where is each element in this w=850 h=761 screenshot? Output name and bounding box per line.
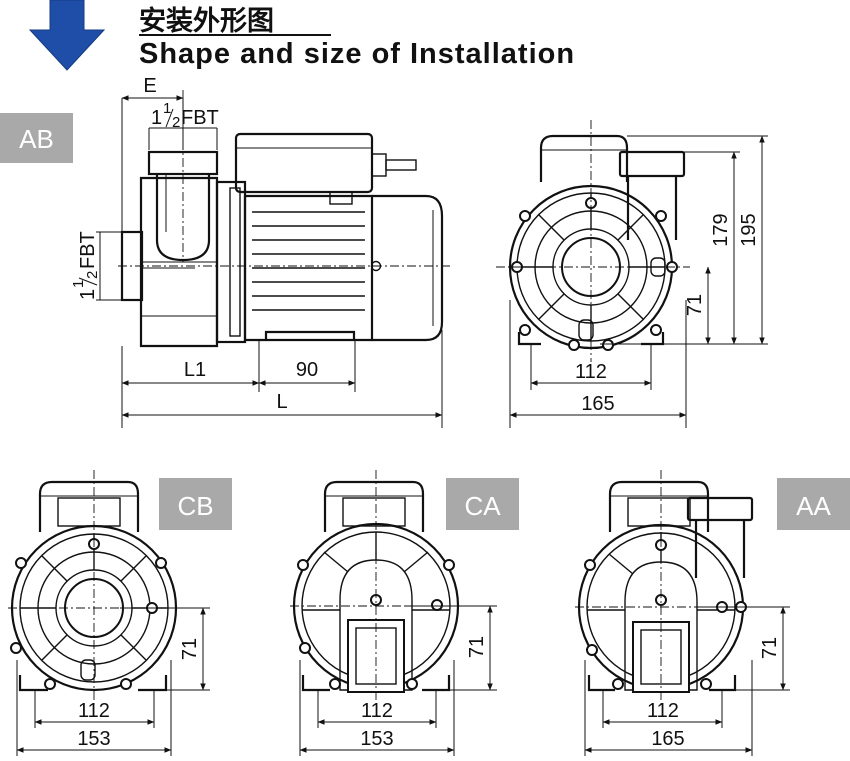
dim-153-cb: 153 <box>77 728 110 750</box>
view-cb: CB 71 <box>8 470 232 756</box>
dim-179: 179 <box>710 213 732 246</box>
dim-165-aa: 165 <box>651 728 684 750</box>
dim-90: 90 <box>296 359 318 381</box>
title-english: Shape and size of Installation <box>139 38 575 70</box>
dim-71-ca: 71 <box>466 636 488 658</box>
end-view-ab-body <box>508 134 686 351</box>
dim-112-aa: 112 <box>647 700 679 722</box>
view-label-aa: AA <box>796 491 831 521</box>
dim-71-aa: 71 <box>759 637 781 659</box>
dim-153-ca: 153 <box>360 728 393 750</box>
end-view-ab: 179 195 71 112 165 <box>496 120 768 428</box>
dim-71-cb: 71 <box>179 638 201 660</box>
dim-e: E <box>143 75 156 97</box>
thread-label-top: 1 1 2 FBT <box>151 100 219 131</box>
view-label-badge-ca <box>446 478 519 530</box>
dim-l: L <box>276 391 287 413</box>
title-chinese: 安装外形图 <box>139 6 274 36</box>
svg-text:1: 1 <box>151 107 162 129</box>
dim-l1: L1 <box>184 359 206 381</box>
view-label-badge-ab <box>0 113 73 163</box>
view-ca: CA 71 112 <box>290 470 519 756</box>
svg-text:FBT: FBT <box>181 107 219 129</box>
dim-165-ab: 165 <box>581 393 614 415</box>
header: 安装外形图 Shape and size of Installation <box>28 0 575 71</box>
view-label-badge-cb <box>159 478 232 530</box>
svg-text:1: 1 <box>77 289 99 300</box>
view-label-ab: AB <box>19 124 54 154</box>
dim-112-ca: 112 <box>361 700 393 722</box>
view-label-cb: CB <box>177 491 213 521</box>
view-label-badge-aa <box>777 478 850 530</box>
dim-112-cb: 112 <box>78 700 110 722</box>
dim-112-ab: 112 <box>575 361 607 383</box>
side-view-ab: AB <box>0 75 450 428</box>
thread-label-side: 1 1 2 FBT <box>70 231 101 300</box>
down-arrow-icon <box>28 0 106 71</box>
svg-text:FBT: FBT <box>77 231 99 269</box>
svg-text:2: 2 <box>172 114 180 131</box>
dim-71-ab: 71 <box>684 294 706 316</box>
motor-fins <box>252 211 365 311</box>
svg-text:1: 1 <box>70 280 87 288</box>
svg-text:2: 2 <box>84 271 101 279</box>
view-aa: AA 71 112 <box>575 470 850 756</box>
svg-text:1: 1 <box>163 100 171 117</box>
view-label-ca: CA <box>464 491 501 521</box>
dim-195: 195 <box>738 213 760 246</box>
